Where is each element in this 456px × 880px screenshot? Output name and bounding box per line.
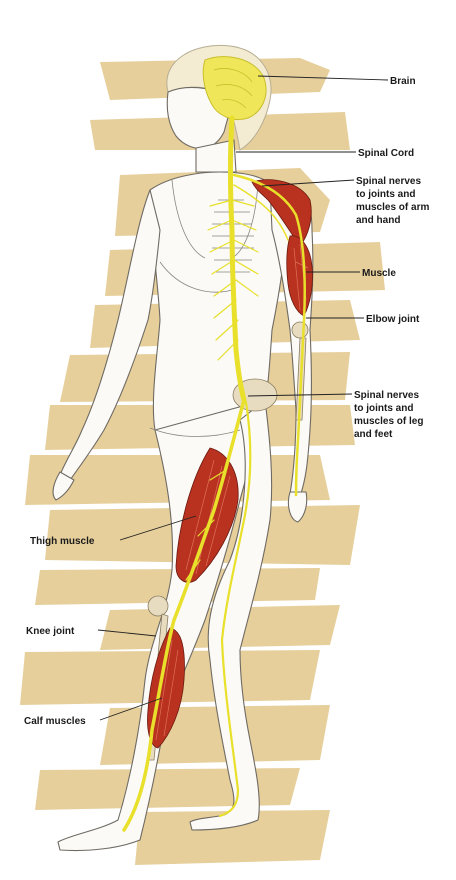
label-spinal-nerves-leg: Spinal nerves to joints and muscles of l… bbox=[354, 390, 426, 440]
label-knee-joint: Knee joint bbox=[26, 626, 75, 637]
label-thigh-muscle: Thigh muscle bbox=[30, 536, 95, 547]
label-elbow-joint: Elbow joint bbox=[366, 314, 420, 325]
label-calf-muscles: Calf muscles bbox=[24, 716, 86, 727]
label-spinal-nerves-arm: Spinal nerves to joints and muscles of a… bbox=[356, 176, 432, 226]
label-muscle: Muscle bbox=[362, 268, 396, 279]
label-brain: Brain bbox=[390, 76, 416, 87]
label-spinal-cord: Spinal Cord bbox=[358, 148, 414, 159]
